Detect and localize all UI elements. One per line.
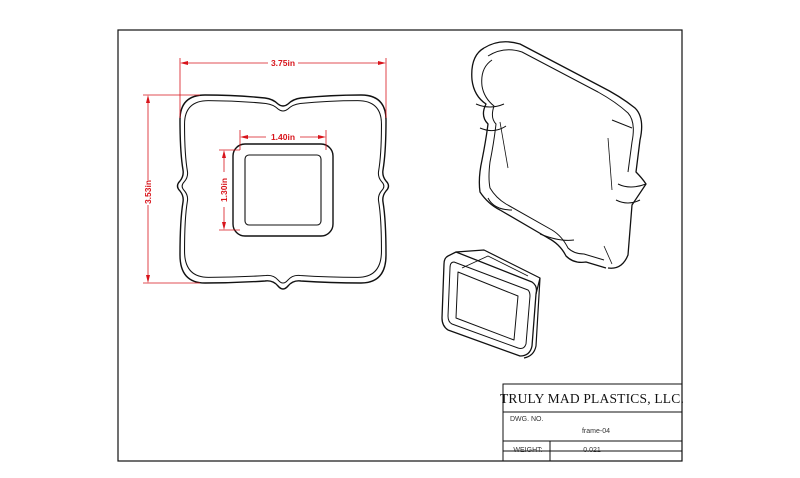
dim-inner-width: 1.40in (271, 132, 295, 142)
dim-inner-height: 1.30in (219, 178, 229, 202)
dwg-no-value: frame-04 (582, 428, 610, 435)
weight-label: WEIGHT: (513, 447, 542, 454)
square-isometric (441, 249, 541, 359)
dim-outer-width: 3.75in (271, 58, 295, 68)
dimension-lines (143, 58, 387, 284)
frame-outline (176, 94, 390, 290)
weight-value: 0.021 (583, 447, 601, 454)
sheet-border (117, 29, 683, 462)
dwg-no-label: DWG. NO. (510, 416, 543, 423)
dim-outer-height: 3.53in (143, 180, 153, 204)
company-name: TRULY MAD PLASTICS, LLC. (500, 391, 684, 406)
frame-isometric (471, 41, 647, 269)
inner-square (232, 143, 334, 237)
title-block (502, 383, 683, 462)
